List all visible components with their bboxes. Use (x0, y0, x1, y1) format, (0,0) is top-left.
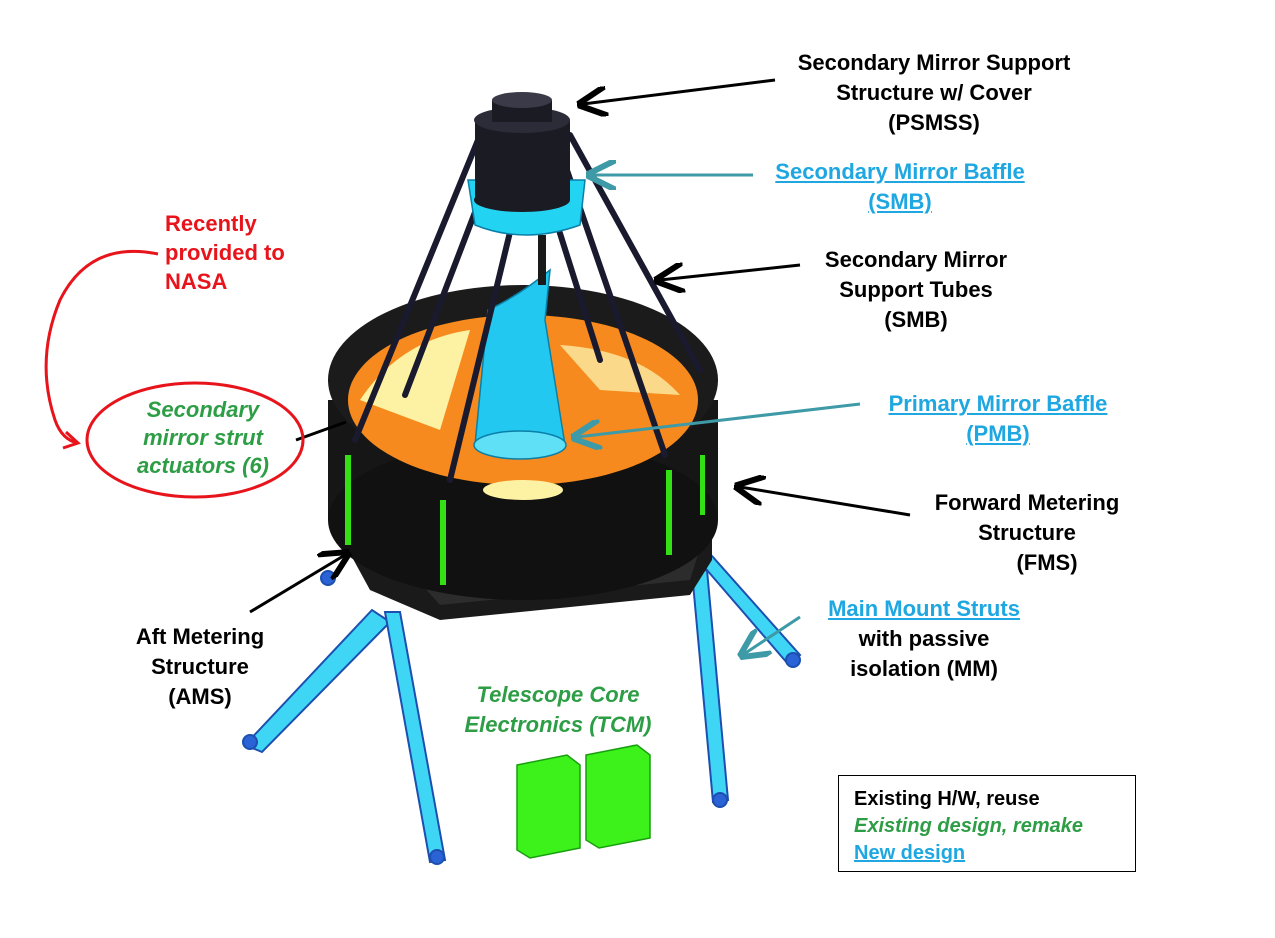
psmss-cylinder (474, 92, 570, 212)
legend-existing-remake: Existing design, remake (854, 815, 1083, 837)
primary-mirror-baffle (473, 235, 567, 460)
pmb-label: Primary Mirror Baffle (PMB) (888, 391, 1108, 446)
mm-label: Main Mount Struts with passive isolation… (828, 596, 1020, 681)
fms-label: Forward Metering Structure (FMS) (934, 490, 1120, 575)
red-callout (44, 249, 305, 499)
arrows (249, 78, 911, 654)
actuators-label: Secondary mirror strut actuators (6) (136, 397, 270, 478)
smb-baffle-label: Secondary Mirror Baffle (SMB) (775, 159, 1025, 214)
ams-label: Aft Metering Structure (AMS) (135, 624, 265, 709)
legend-new-design: New design (854, 842, 966, 864)
tcm-label: Telescope Core Electronics (TCM) (464, 682, 652, 737)
nasa-note: Recently provided to NASA (165, 211, 285, 294)
psmss-label: Secondary Mirror Support Structure w/ Co… (797, 50, 1071, 135)
support-tubes-label: Secondary Mirror Support Tubes (SMB) (824, 247, 1008, 332)
legend-box: Existing H/W, reuse Existing design, rem… (838, 775, 1136, 872)
tcm-electronics-boxes (516, 744, 651, 859)
legend-existing-reuse: Existing H/W, reuse (854, 788, 1040, 810)
